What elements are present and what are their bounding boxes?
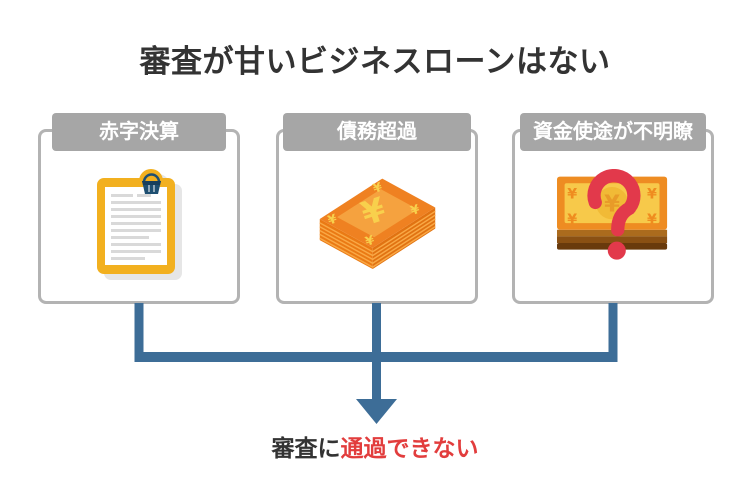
money-stack-icon: ¥ ¥ ¥ ¥ ¥ — [318, 178, 436, 270]
cause-label: 資金使途が不明瞭 — [533, 121, 693, 143]
svg-text:¥: ¥ — [604, 192, 620, 218]
page-title: 審査が甘いビジネスローンはない — [139, 44, 611, 79]
svg-text:¥: ¥ — [647, 186, 657, 202]
svg-text:¥: ¥ — [567, 186, 577, 202]
cause-box-insolvency: 債務超過 ¥ ¥ — [276, 113, 478, 304]
conclusion-prefix: 審査に — [271, 435, 341, 461]
svg-text:¥: ¥ — [647, 212, 657, 228]
cause-box-unclear-funds: 資金使途が不明瞭 ¥ ¥ ¥ ¥ ¥ — [512, 113, 714, 304]
cause-box-deficit: 赤字決算 — [38, 113, 240, 304]
conclusion-text: 審査に通過できない — [0, 429, 750, 463]
merge-arrow-connector — [134, 303, 618, 424]
cause-label-band: 資金使途が不明瞭 — [520, 113, 706, 151]
cause-label-band: 赤字決算 — [52, 113, 226, 151]
clipboard-report-icon — [97, 169, 182, 280]
cause-label: 債務超過 — [337, 121, 417, 143]
banknote-question-icon: ¥ ¥ ¥ ¥ ¥ — [557, 169, 668, 260]
cause-label-band: 債務超過 — [283, 113, 471, 151]
cause-label: 赤字決算 — [99, 121, 179, 143]
conclusion-highlight: 通過できない — [340, 435, 479, 461]
arrow-head — [356, 399, 397, 424]
svg-text:¥: ¥ — [567, 212, 577, 228]
